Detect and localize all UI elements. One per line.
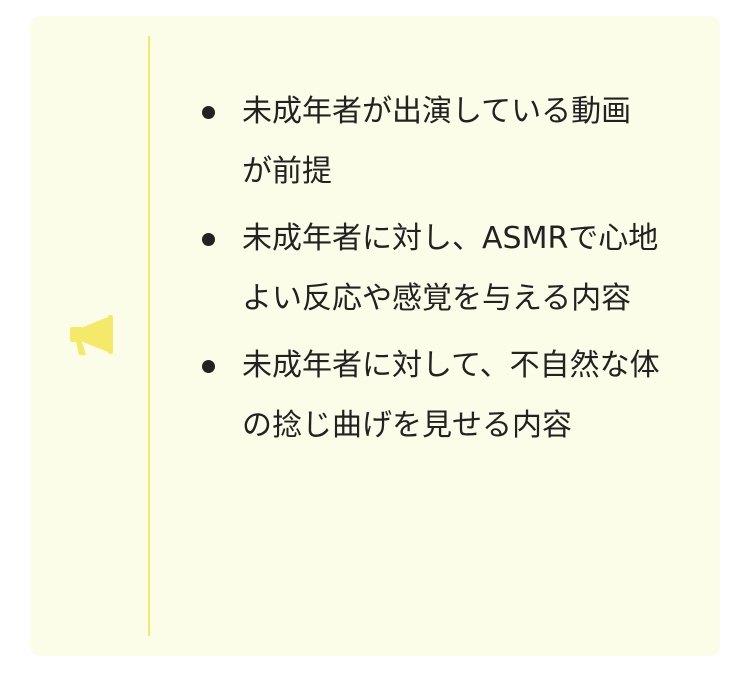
- list-item: 未成年者に対し、ASMRで心地よい反応や感覚を与える内容: [200, 209, 660, 329]
- callout-list: 未成年者が出演している動画が前提 未成年者に対し、ASMRで心地よい反応や感覚を…: [200, 82, 660, 463]
- megaphone-icon: [68, 314, 120, 356]
- list-item: 未成年者が出演している動画が前提: [200, 82, 660, 202]
- bullet-icon: [202, 233, 215, 246]
- bullet-icon: [202, 106, 215, 119]
- bullet-icon: [202, 360, 215, 373]
- list-item: 未成年者に対して、不自然な体の捻じ曲げを見せる内容: [200, 336, 660, 456]
- list-item-text: 未成年者に対し、ASMRで心地よい反応や感覚を与える内容: [242, 221, 659, 316]
- callout-divider: [148, 36, 150, 636]
- list-item-text: 未成年者に対して、不自然な体の捻じ曲げを見せる内容: [242, 348, 660, 443]
- list-item-text: 未成年者が出演している動画が前提: [242, 94, 632, 189]
- callout-box: 未成年者が出演している動画が前提 未成年者に対し、ASMRで心地よい反応や感覚を…: [30, 16, 720, 656]
